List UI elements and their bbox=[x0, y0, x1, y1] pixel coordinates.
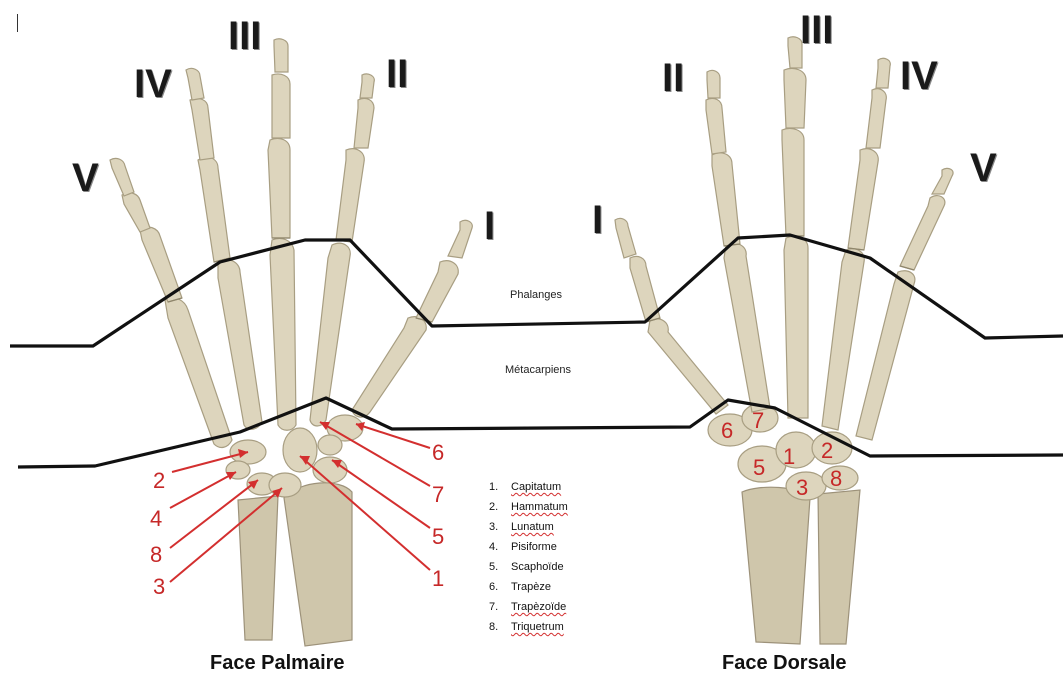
phalanges-region-label: Phalanges bbox=[510, 290, 562, 301]
legend-name: Trapèze bbox=[511, 581, 551, 593]
legend-number: 7. bbox=[489, 597, 511, 617]
legend-number: 8. bbox=[489, 617, 511, 637]
palmar-hand bbox=[110, 39, 472, 646]
palmar-number-8: 8 bbox=[150, 544, 162, 566]
legend-number: 3. bbox=[489, 517, 511, 537]
legend-name: Pisiforme bbox=[511, 541, 557, 553]
dorsal-ulna bbox=[818, 490, 860, 644]
legend-number: 4. bbox=[489, 537, 511, 557]
legend-name: Trapèzoïde bbox=[511, 601, 566, 613]
dorsal-joint-lines bbox=[646, 236, 914, 322]
dorsal-number-2: 2 bbox=[821, 440, 833, 462]
legend-number: 1. bbox=[489, 477, 511, 497]
metacarpals-carpals-boundary bbox=[18, 398, 1063, 467]
legend-name: Lunatum bbox=[511, 521, 554, 533]
dorsal-number-3: 3 bbox=[796, 477, 808, 499]
dorsal-finger-v-label: V bbox=[970, 148, 997, 188]
legend-item: 5.Scaphoïde bbox=[489, 557, 568, 577]
metacarpals-region-label: Métacarpiens bbox=[505, 365, 571, 376]
legend-item: 3.Lunatum bbox=[489, 517, 568, 537]
palmar-finger-iv-label: IV bbox=[134, 64, 172, 104]
palmar-metacarpals bbox=[165, 238, 426, 447]
palmar-finger-ii-label: II bbox=[386, 54, 408, 94]
legend-name: Hammatum bbox=[511, 501, 568, 513]
palmar-finger-v-label: V bbox=[72, 158, 99, 198]
legend-item: 2.Hammatum bbox=[489, 497, 568, 517]
dorsal-number-1: 1 bbox=[783, 446, 795, 468]
dorsal-number-5: 5 bbox=[753, 457, 765, 479]
palmar-finger-iii-label: III bbox=[228, 16, 261, 56]
arrow-4 bbox=[170, 472, 236, 508]
palmar-number-6: 6 bbox=[432, 442, 444, 464]
dorsal-hand bbox=[615, 37, 953, 644]
palmar-ulna bbox=[238, 496, 278, 640]
legend-name: Triquetrum bbox=[511, 621, 564, 633]
dorsal-number-7: 7 bbox=[752, 410, 764, 432]
dorsal-number-6: 6 bbox=[721, 420, 733, 442]
dorsal-number-8: 8 bbox=[830, 468, 842, 490]
legend-item: 7.Trapèzoïde bbox=[489, 597, 568, 617]
palmar-number-4: 4 bbox=[150, 508, 162, 530]
dorsal-radius bbox=[742, 487, 810, 644]
legend-item: 8.Triquetrum bbox=[489, 617, 568, 637]
legend-number: 6. bbox=[489, 577, 511, 597]
palmar-radius bbox=[284, 483, 352, 646]
legend-item: 1.Capitatum bbox=[489, 477, 568, 497]
legend-item: 6.Trapèze bbox=[489, 577, 568, 597]
palmar-number-1: 1 bbox=[432, 568, 444, 590]
legend-name: Capitatum bbox=[511, 481, 561, 493]
palmar-finger-i-label: I bbox=[484, 206, 495, 246]
legend-number: 2. bbox=[489, 497, 511, 517]
palmar-number-2: 2 bbox=[153, 470, 165, 492]
dorsal-finger-iii-label: III bbox=[800, 10, 833, 50]
dorsal-finger-ii-label: II bbox=[662, 58, 684, 98]
dorsal-view-title: Face Dorsale bbox=[722, 653, 847, 673]
palmar-number-3: 3 bbox=[153, 576, 165, 598]
legend-number: 5. bbox=[489, 557, 511, 577]
palmar-joint-lines bbox=[168, 238, 432, 322]
dorsal-finger-i-label: I bbox=[592, 200, 603, 240]
palmar-view-title: Face Palmaire bbox=[210, 653, 345, 673]
dorsal-finger-iv-label: IV bbox=[900, 56, 938, 96]
carpal-bones-legend: 1.Capitatum 2.Hammatum 3.Lunatum 4.Pisif… bbox=[489, 477, 568, 637]
palmar-number-7: 7 bbox=[432, 484, 444, 506]
palmar-number-5: 5 bbox=[432, 526, 444, 548]
legend-item: 4.Pisiforme bbox=[489, 537, 568, 557]
legend-name: Scaphoïde bbox=[511, 561, 564, 573]
